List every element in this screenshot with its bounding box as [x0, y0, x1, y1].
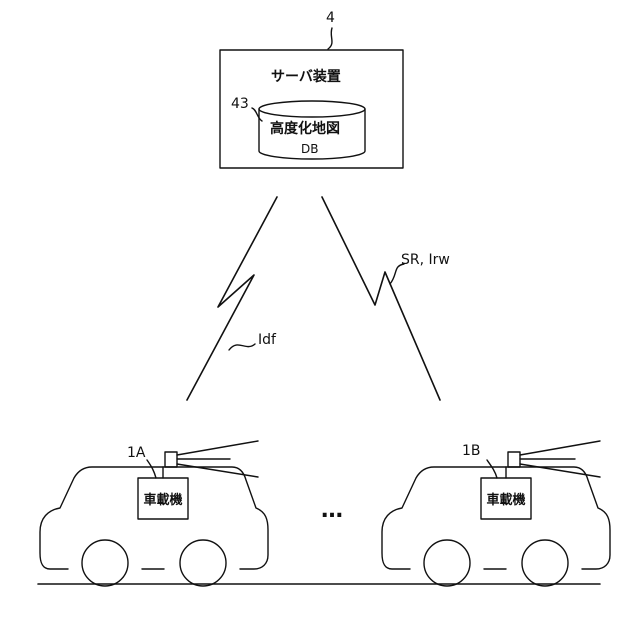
database-ref-leader [252, 108, 262, 121]
vehicle-1a-onboard-unit-label: 車載機 [143, 489, 182, 508]
uplink-signal-label: Idf [258, 333, 276, 347]
uplink-label-leader [229, 344, 255, 350]
server-ref-label: 4 [326, 11, 335, 25]
uplink-signal-bolt [187, 197, 277, 400]
vehicle-1b-ref-label: 1B [462, 444, 481, 458]
downlink-signal-bolt [322, 197, 440, 400]
vehicle-1b-onboard-unit-label: 車載機 [486, 489, 525, 508]
vehicle-1a-ref-label: 1A [127, 446, 145, 460]
server-title: サーバ装置 [271, 70, 341, 84]
more-vehicles-ellipsis: … [321, 500, 343, 522]
server-ref-leader [328, 28, 332, 49]
database-suffix: DB [301, 143, 318, 155]
database-ref-label: 43 [231, 97, 249, 111]
downlink-signal-label: SR, Irw [401, 253, 450, 267]
vehicle-1b-onboard-unit: 車載機 [481, 478, 531, 519]
database-name: 高度化地図 [270, 122, 340, 136]
vehicle-1a-onboard-unit: 車載機 [138, 478, 188, 519]
